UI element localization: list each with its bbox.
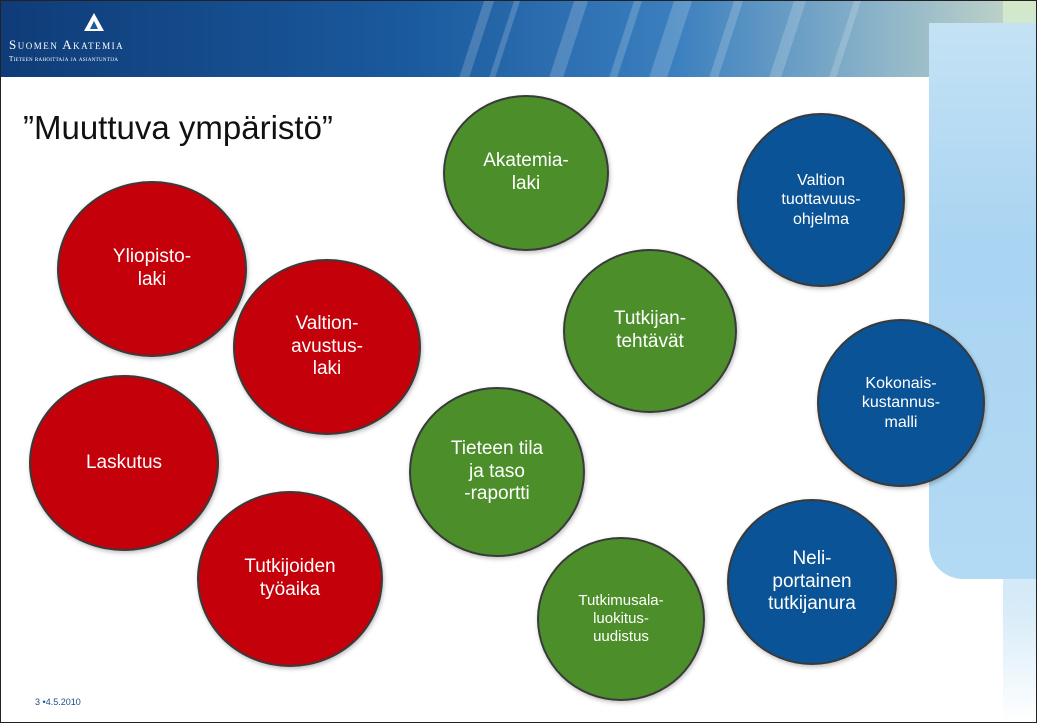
bubble-tieteen-tila: Tieteen tila ja taso -raportti <box>409 387 585 557</box>
bubble-label: Kokonais- kustannus- malli <box>861 375 941 431</box>
bubble-label: Tutkimusala- luokitus- uudistus <box>578 592 664 645</box>
bubble-laskutus: Laskutus <box>29 375 219 551</box>
bubble-valtion-tuottavuusohjelma: Valtion tuottavuus- ohjelma <box>737 113 905 287</box>
slide-title: ”Muuttuva ympäristö” <box>23 109 333 146</box>
bubble-valtionavustuslaki: Valtion- avustus- laki <box>233 259 421 435</box>
footer-date: 4.5.2010 <box>45 697 81 707</box>
bubble-tutkijoiden-tyoaika: Tutkijoiden työaika <box>197 491 383 667</box>
bubble-kokonaiskustannusmalli: Kokonais- kustannus- malli <box>817 319 985 487</box>
page-number: 3 <box>35 697 41 707</box>
bubble-label: Valtion- avustus- laki <box>291 312 363 380</box>
footer: 3 •4.5.2010 <box>35 697 81 707</box>
academy-logo-icon <box>84 13 104 31</box>
bubble-label: Yliopisto- laki <box>112 246 192 290</box>
header-banner: Suomen Akatemia Tieteen rahoittaja ja as… <box>1 1 1036 77</box>
bubble-label: Neli- portainen tutkijanura <box>768 547 856 615</box>
bubble-label: Tutkijoiden työaika <box>244 556 336 600</box>
bubble-label: Tieteen tila ja taso -raportti <box>450 437 544 505</box>
bullet-separator: • <box>42 697 46 707</box>
bubble-tutkijan-tehtavat: Tutkijan- tehtävät <box>563 249 737 413</box>
org-name: Suomen Akatemia <box>9 37 125 52</box>
bubble-yliopistolaki: Yliopisto- laki <box>57 181 247 357</box>
bubble-neliportainen-tutkijanura: Neli- portainen tutkijanura <box>727 499 897 665</box>
side-card <box>929 23 1036 579</box>
bubble-akatemialaki: Akatemia- laki <box>443 95 609 251</box>
bubble-label: Tutkijan- tehtävät <box>613 308 687 352</box>
bubble-label: Valtion tuottavuus- ohjelma <box>781 172 861 228</box>
org-tagline: Tieteen rahoittaja ja asiantuntija <box>9 55 119 63</box>
bubble-tutkimusala: Tutkimusala- luokitus- uudistus <box>537 537 705 701</box>
bubble-label: Akatemia- laki <box>483 150 569 194</box>
bubble-label: Laskutus <box>85 451 163 473</box>
